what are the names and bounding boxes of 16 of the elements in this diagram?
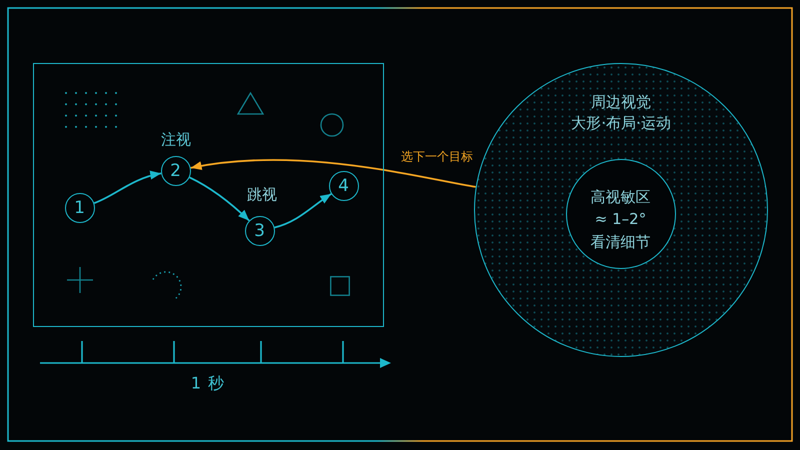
zone-text: 大形·布局·运动 xyxy=(571,114,671,132)
zone-text: 看清细节 xyxy=(590,232,650,250)
zone-title: 周边视觉 xyxy=(591,93,651,111)
fovea-circle xyxy=(566,158,676,268)
fixation-point: 3 xyxy=(244,216,274,246)
fixation-point: 1 xyxy=(64,192,94,222)
arrow xyxy=(190,159,476,188)
zone-title: 高视敏区 xyxy=(590,188,650,206)
fixation-point: 4 xyxy=(328,170,358,200)
point-label: 注视 xyxy=(161,130,191,150)
angle-value: ≈ 1–2° xyxy=(594,210,646,228)
arrow xyxy=(189,176,250,222)
fixation-point: 2 xyxy=(160,156,190,186)
arrow xyxy=(94,171,162,204)
arrow xyxy=(274,193,332,228)
axis-label: 1 秒 xyxy=(190,374,226,394)
